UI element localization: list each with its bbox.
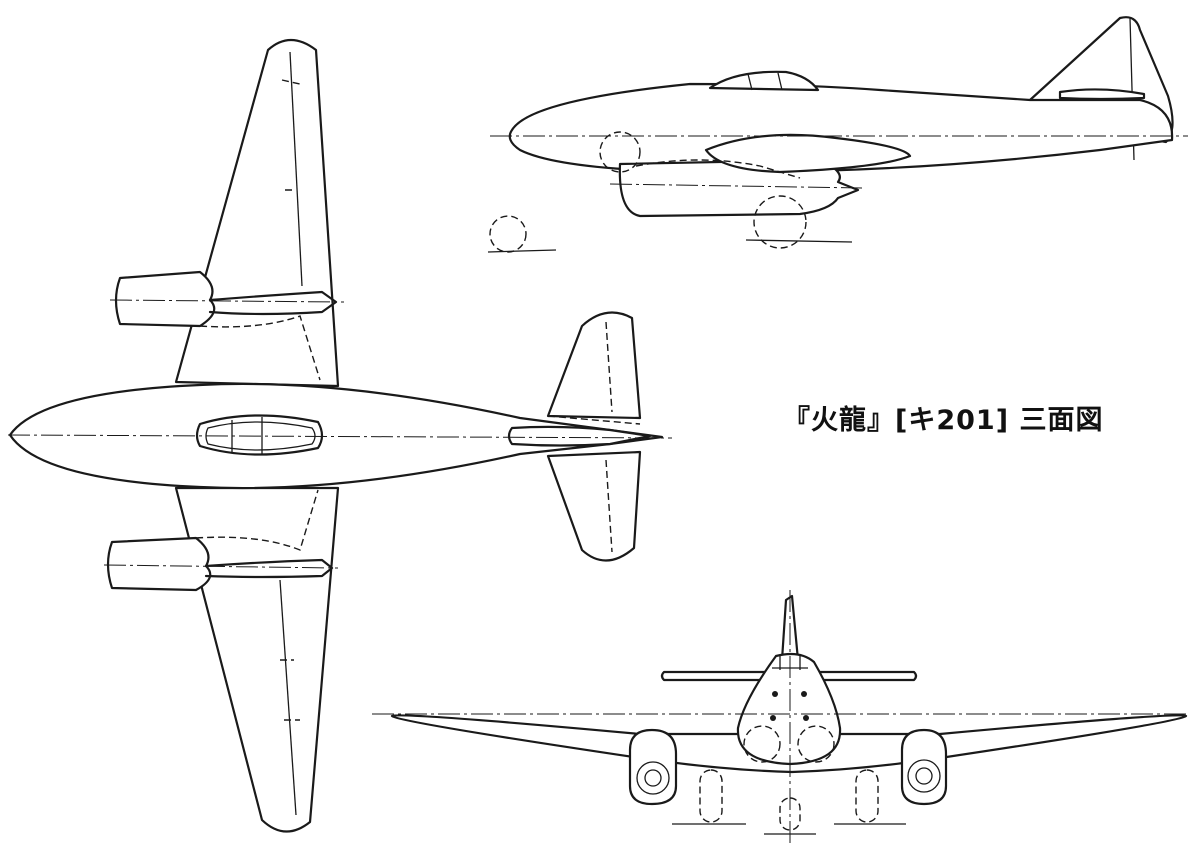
plan-view <box>7 38 673 833</box>
engine-nacelle-side <box>618 158 860 218</box>
lower-wing <box>174 486 340 833</box>
lower-tailplane <box>546 450 642 562</box>
front-view <box>372 590 1190 846</box>
upper-tailplane <box>546 311 642 420</box>
canopy-plan <box>195 414 324 456</box>
right-engine-front <box>900 728 948 806</box>
upper-engine-nacelle <box>114 270 216 328</box>
lower-engine-nacelle <box>106 536 212 592</box>
upper-wing <box>174 38 340 388</box>
drawing-title: 『火龍』[キ201] 三面図 <box>783 405 1104 436</box>
fuselage-front <box>736 652 842 766</box>
left-engine-front <box>628 728 678 806</box>
fuselage-plan <box>8 382 664 490</box>
fuselage-side <box>508 82 1174 174</box>
side-view <box>487 16 1188 253</box>
canopy-side <box>708 70 820 92</box>
